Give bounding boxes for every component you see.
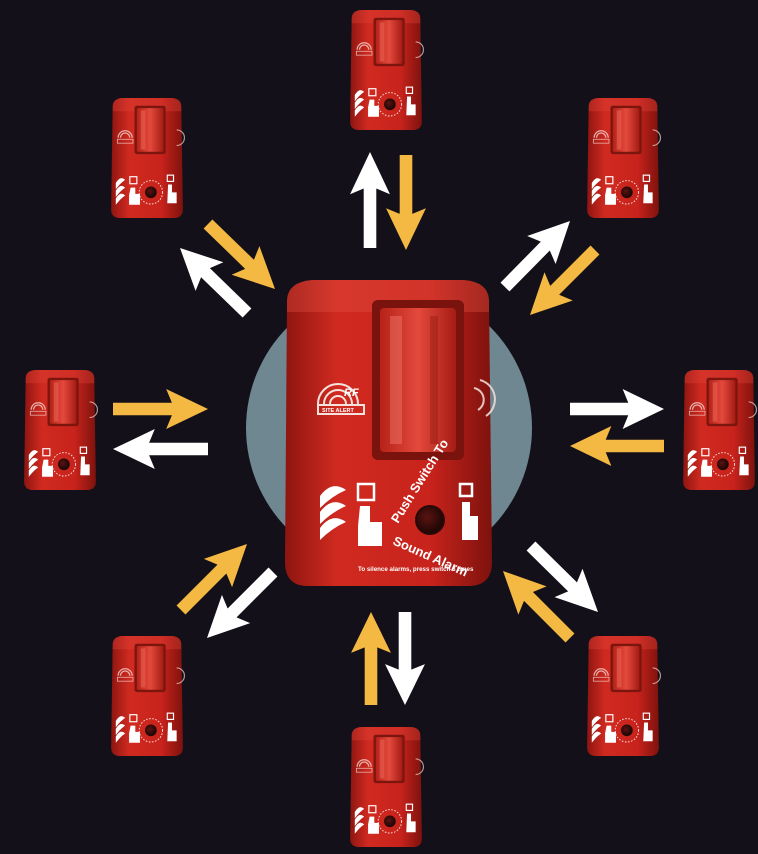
satellite-unit-south-west — [111, 636, 184, 756]
satellite-unit-south — [350, 727, 423, 847]
brand-name: SITE ALERT — [322, 408, 355, 414]
silence-note: To silence alarms, press switch 3 times — [358, 566, 474, 573]
brand-mark: RF — [344, 387, 359, 399]
main-alarm-unit — [285, 280, 495, 586]
satellite-unit-north-east — [587, 98, 660, 218]
satellite-unit-east — [683, 370, 756, 490]
satellite-unit-north-west — [111, 98, 184, 218]
push-button-icon — [416, 506, 444, 534]
satellite-unit-north — [350, 10, 423, 130]
satellite-unit-south-east — [587, 636, 660, 756]
satellite-unit-west — [24, 370, 97, 490]
